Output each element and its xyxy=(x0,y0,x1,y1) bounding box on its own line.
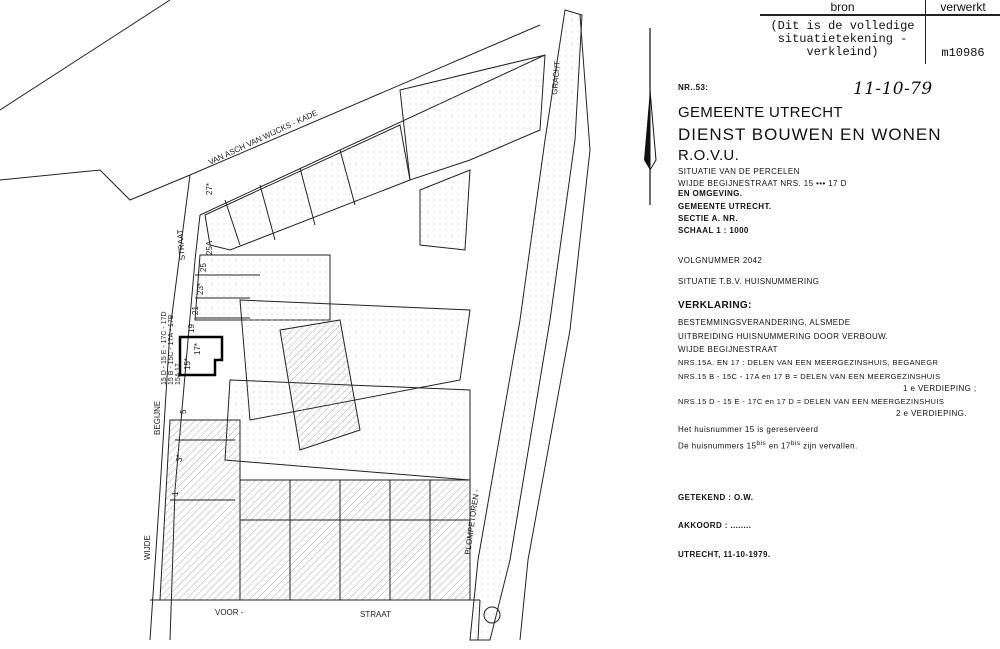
house-number: 3* xyxy=(175,454,184,462)
house-number: 25A xyxy=(205,240,214,255)
volgnummer: VOLGNUMMER 2042 xyxy=(678,256,763,265)
note-reserved: Het huisnummer 15 is gereserveerd xyxy=(678,425,819,434)
header-bron: bron xyxy=(760,0,926,16)
house-number: 21 xyxy=(191,306,200,315)
house-number: 27* xyxy=(205,183,214,195)
verklaring-line: NRS.15 B - 15C - 17A en 17 B = DELEN VAN… xyxy=(678,372,941,381)
title-block: NR..53: 11-10-79 GEMEENTE UTRECHT DIENST… xyxy=(678,75,1000,575)
house-number: 23* xyxy=(196,283,205,295)
note-sup: bis xyxy=(756,440,767,447)
schaal: SCHAAL 1 : 1000 xyxy=(678,226,749,235)
verklaring-line: 2 e VERDIEPING. xyxy=(896,409,967,418)
house-number: 25 xyxy=(199,263,208,272)
getekend: GETEKEND : O.W. xyxy=(678,493,754,502)
situation-line: EN OMGEVING. xyxy=(678,189,743,198)
utrecht-date: UTRECHT, 11-10-1979. xyxy=(678,550,771,559)
street-label-straat-bottom: STRAAT xyxy=(360,610,391,619)
verklaring-line: 1 e VERDIEPING ; xyxy=(903,384,977,393)
parcel-annotation: 15A 17 xyxy=(175,363,182,385)
source-line: (Dit is de volledige xyxy=(770,19,915,33)
street-label-wijde: WIJDE xyxy=(143,535,152,560)
street-label-gracht: GRACHT xyxy=(550,61,562,96)
drawing-number: NR..53: xyxy=(678,83,709,92)
note-text: De huisnummers 15 xyxy=(678,441,757,451)
situation-line: SITUATIE VAN DE PERCELEN xyxy=(678,167,800,176)
verklaring-line: UITBREIDING HUISNUMMERING DOOR VERBOUW. xyxy=(678,332,889,341)
note-text: en 17 xyxy=(766,441,791,451)
note-sup: bis xyxy=(790,440,801,447)
street-label-straat-top: STRAAT xyxy=(175,229,187,261)
house-number: 1 xyxy=(171,491,180,496)
house-number: 19 xyxy=(187,324,196,333)
parcel-annotation: 15 D - 15 E - 17C - 17D xyxy=(161,311,168,385)
parcel-annotation: 15 B - 15C - 17A - 17B xyxy=(168,314,175,385)
verklaring-line: NRS.15A. EN 17 : DELEN VAN EEN MEERGEZIN… xyxy=(678,358,939,367)
verklaring-line: BESTEMMINGSVERANDERING, ALSMEDE xyxy=(678,318,851,327)
note-expired: De huisnummers 15bis en 17bis zijn verva… xyxy=(678,440,858,451)
source-line: situatietekening - xyxy=(777,32,908,46)
subject-parcel xyxy=(178,335,224,377)
house-number: 17* xyxy=(193,343,202,355)
street-label-begijne: BEGIJNE xyxy=(153,401,162,435)
header-verwerkt: verwerkt xyxy=(925,0,1000,16)
akkoord: AKKOORD : ........ xyxy=(678,521,752,530)
department: DIENST BOUWEN EN WONEN xyxy=(678,125,942,144)
unit: R.O.V.U. xyxy=(678,147,740,164)
north-arrow-icon xyxy=(644,28,657,205)
verklaring-line: NRS.15 D - 15 E - 17C en 17 D = DELEN VA… xyxy=(678,397,945,406)
source-cell: (Dit is de volledige situatietekening - … xyxy=(760,15,926,64)
sectie: SECTIE A. NR. xyxy=(678,214,739,223)
municipality: GEMEENTE UTRECHT xyxy=(678,104,843,121)
source-table: bron verwerkt (Dit is de volledige situa… xyxy=(760,0,1000,64)
verklaring-heading: VERKLARING: xyxy=(678,300,752,311)
source-line: verkleind) xyxy=(806,45,879,59)
street-label-voor: VOOR - xyxy=(215,608,244,617)
house-number: 5 xyxy=(179,409,188,414)
handwritten-date: 11-10-79 xyxy=(853,79,933,99)
street-label-kade: VAN ASCH VAN WIJCKS - KADE xyxy=(207,108,319,167)
cadastral-map: VAN ASCH VAN WIJCKS - KADE STRAAT GRACHT… xyxy=(0,0,657,641)
gemeente: GEMEENTE UTRECHT. xyxy=(678,202,772,211)
verklaring-line: WIJDE BEGIJNESTRAAT xyxy=(678,345,778,354)
situation-line: WIJDE BEGIJNESTRAAT NRS. 15 ••• 17 D xyxy=(678,179,847,188)
purpose: SITUATIE T.B.V. HUISNUMMERING xyxy=(678,277,820,286)
note-text: zijn vervallen. xyxy=(800,441,858,451)
verwerkt-value: m10986 xyxy=(941,46,985,60)
house-number: 15* xyxy=(183,358,192,370)
